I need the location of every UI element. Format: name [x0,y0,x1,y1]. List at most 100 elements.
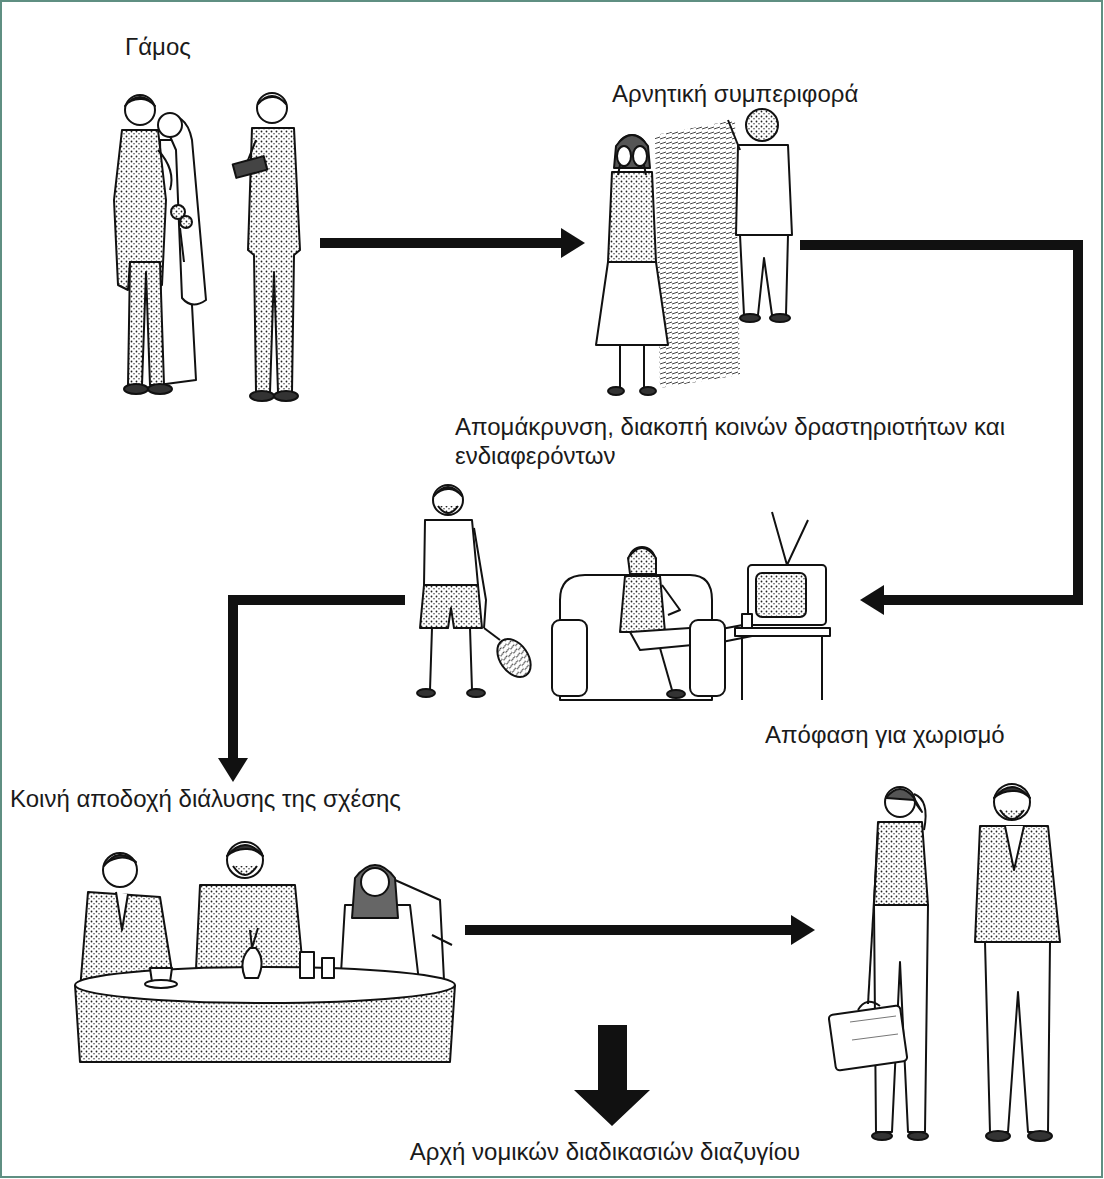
mutual-acceptance-illustration-part [103,853,137,887]
drifting-apart-illustration-part [748,565,826,625]
stage-node: Απομάκρυνση, διακοπή κοινών δραστηριοτήτ… [405,475,860,705]
mutual-acceptance-illustration-part [145,980,177,988]
negative-behaviour-illustration-part [596,262,668,345]
wedding-illustration-part [180,228,184,262]
stage-label: Αρχή νομικών διαδικασιών διαζυγίου [410,1138,800,1167]
negative-behaviour-illustration-part [618,165,646,175]
separation-illustration-part [985,942,1050,1132]
mutual-acceptance-illustration-part [242,948,261,978]
negative-behaviour-illustration-part [736,145,792,235]
drifting-apart-illustration-part [742,636,822,700]
mutual-acceptance-illustration-part [352,865,398,918]
wedding-illustration-part [162,116,206,304]
drifting-apart-illustration-part [772,512,808,565]
negative-behaviour-illustration-part [608,387,624,395]
negative-behaviour-illustration-part [614,135,650,168]
separation-illustration-part [858,1002,880,1010]
flow-arrow [320,238,561,248]
wedding-illustration-part [128,262,164,385]
wedding-illustration-part [180,216,192,228]
drifting-apart-illustration-part [690,620,725,696]
flow-arrow [465,925,791,935]
wedding-illustration-part [125,97,155,106]
drifting-apart-illustration-part [484,628,500,640]
wedding-illustration-part [148,384,172,394]
separation-illustration-part [908,1132,928,1140]
drifting-apart-illustration-part [467,689,485,697]
mutual-acceptance-illustration-part [300,952,314,978]
stage-node: Γάμος [95,85,320,410]
drifting-apart-illustration-part [490,633,537,683]
drifting-apart-illustration-part [438,506,458,513]
drifting-apart-illustration-part [667,690,685,698]
drifting-apart-illustration-part [420,585,482,628]
stage-label: Απόφαση για χωρισμό [765,721,1005,750]
separation-illustration-part [886,789,922,812]
negative-behaviour-illustration [596,109,792,395]
wedding-illustration-part [274,391,298,401]
drifting-apart-illustration-part [434,487,462,496]
drifting-apart-illustration-part [735,628,830,636]
negative-behaviour-illustration-part [770,314,790,322]
mutual-acceptance-illustration-part [227,842,263,878]
wedding-illustration-part [124,384,148,394]
negative-behaviour-illustration-part [740,235,788,315]
stage-label: Γάμος [125,33,191,62]
wedding-illustration-part [158,113,182,137]
separation-illustration-part [868,832,878,1004]
wedding-illustration-part [158,150,172,190]
stage-label: Απομάκρυνση, διακοπή κοινών δραστηριοτήτ… [455,413,1060,471]
stage-label: Αρνητική συμπεριφορά [612,80,858,109]
drifting-apart-illustration-part [620,576,665,632]
drifting-apart-illustration-part [660,648,672,690]
stage-node: Κοινή αποδοχή διάλυσης της σχέσης [5,782,465,1072]
separation-illustration-part [994,787,1030,798]
mutual-acceptance-illustration-part [322,958,334,978]
drifting-apart-illustration-part [430,628,472,690]
stage-label: Κοινή αποδοχή διάλυσης της σχέσης [10,785,401,814]
mutual-acceptance-illustration-part [227,845,263,856]
negative-behaviour-illustration-part [617,146,631,166]
separation-illustration-part [828,1005,907,1070]
stage-node: Αρχή νομικών διαδικασιών διαζυγίου [380,1134,830,1172]
mutual-acceptance-illustration-part [250,928,258,948]
separation-illustration-part [850,1016,898,1040]
separation-illustration-part [1005,826,1024,870]
separation-illustration-part [914,794,926,830]
drifting-apart-illustration-part [417,689,435,697]
drifting-apart-illustration-part [474,528,486,628]
negative-behaviour-illustration-part [640,387,656,395]
mutual-acceptance-illustration-part [116,892,128,930]
negative-behaviour-illustration-part [740,314,760,322]
separation-illustration-part [975,826,1060,942]
mutual-acceptance-illustration-part [361,868,389,896]
wedding-illustration-part [257,93,287,123]
negative-behaviour-illustration-part [728,120,740,150]
separation-illustration-part [1028,1131,1052,1141]
separation-illustration-part [986,1131,1010,1141]
drifting-apart-illustration [417,485,830,700]
drifting-apart-illustration-part [628,548,656,574]
separation-illustration-part [872,1132,892,1140]
mutual-acceptance-illustration-part [104,855,136,866]
negative-behaviour-illustration-part [746,109,778,141]
thick-down-arrow [574,1025,650,1126]
mutual-acceptance-illustration [75,842,455,1062]
stage-node: Αρνητική συμπεριφορά [585,112,800,402]
mutual-acceptance-illustration-part [233,866,257,875]
negative-behaviour-illustration-part [633,146,647,166]
flow-arrow [233,600,405,758]
drifting-apart-illustration-part [629,547,655,573]
separation-illustration-part [874,822,928,905]
wedding-illustration-part [233,156,268,178]
wedding-illustration-part [258,96,286,104]
drifting-apart-illustration-part [424,520,478,585]
separation-illustration-part [994,784,1030,820]
mutual-acceptance-illustration-part [75,967,455,1003]
stage-node: Απόφαση για χωρισμό [815,765,1075,1155]
negative-behaviour-illustration-part [608,172,656,262]
